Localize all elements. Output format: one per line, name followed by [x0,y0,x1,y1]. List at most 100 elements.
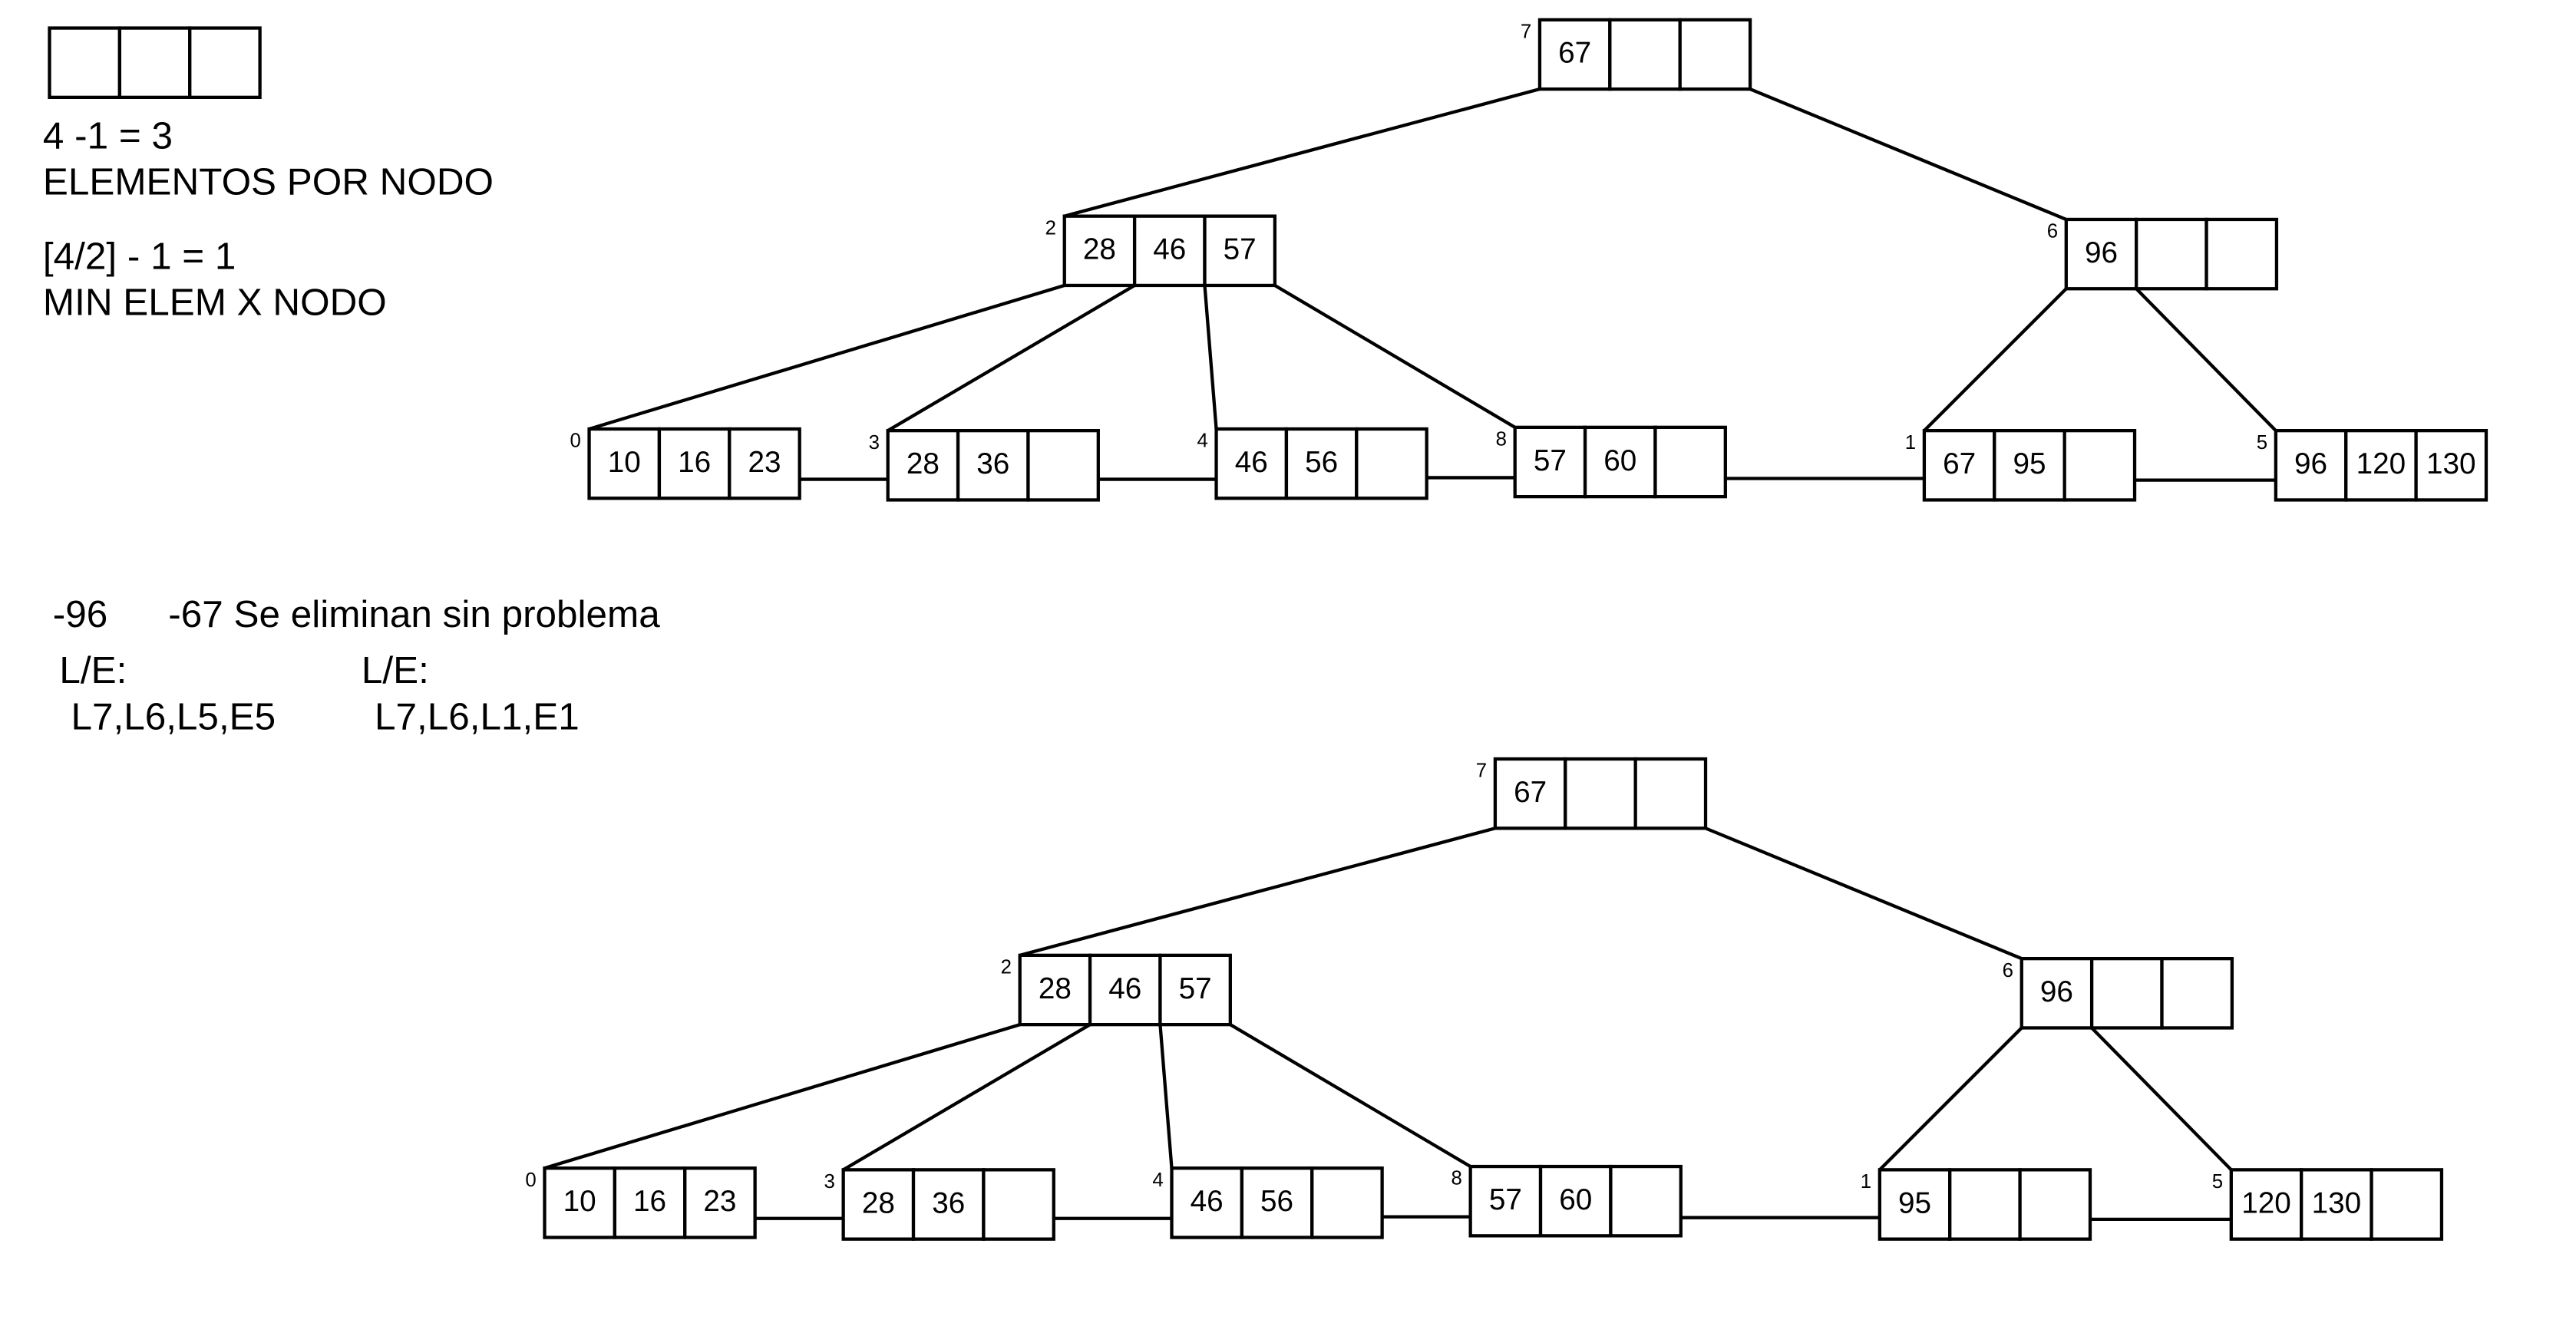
header-line-2: ELEMENTOS POR NODO [42,160,494,203]
node-cell [2229,1168,2304,1241]
t1-node-8: 57 60 8 [1496,425,1727,499]
node-id-label: 4 [1197,431,1207,452]
node-key: 57 [1224,233,1257,266]
node-cell [1170,1166,1244,1239]
node-key: 16 [633,1185,666,1218]
node-cell [1310,1166,1384,1239]
node-key: 46 [1153,233,1186,266]
t2-tree-edge [1705,826,2023,961]
node-key: 10 [563,1185,596,1218]
node-id-label: 3 [824,1171,835,1193]
note-le-seq-1: L7,L6,L5,E5 [71,694,276,738]
note-le-seq-2: L7,L6,L1,E1 [375,694,580,738]
node-key: 28 [1039,972,1072,1005]
node-key: 95 [2013,447,2046,480]
node-key: 96 [2085,236,2118,269]
node-cell [1026,429,1100,502]
node-cell [1355,427,1428,500]
node-cell [1132,214,1207,288]
node-cell [1158,953,1232,1027]
node-cell [2018,1168,2092,1241]
node-cell [1088,953,1162,1027]
node-cell [1468,1164,1543,1238]
t2-tree-edge [842,1023,1091,1172]
node-key: 96 [2294,447,2327,480]
t2-node-7: 677 [1476,757,1708,830]
node-key: 23 [748,446,781,479]
node-key: 57 [1179,972,1212,1005]
node-key: 36 [976,447,1009,480]
node-cell [2135,217,2208,291]
node-key: 23 [703,1185,736,1218]
t2-tree-edge [543,1023,1021,1170]
node-key: 67 [1558,37,1591,70]
t1-node-0: 10 16 23 0 [570,427,801,500]
node-cell [1653,425,1727,499]
node-cell [1062,214,1137,288]
node-cell [1214,427,1289,500]
t2-tree-edge [1229,1023,1471,1168]
node-key: 120 [2241,1186,2291,1219]
header-line-4: MIN ELEM X NODO [42,280,387,324]
t1-tree-edge [1273,284,1516,429]
node-id-label: 5 [2257,432,2267,454]
node-cell [1948,1168,2022,1241]
node-cell [1633,757,1708,830]
t1-node-4: 46 56 4 [1197,427,1428,500]
node-cell [2089,957,2164,1030]
node-id-label: 2 [1001,957,1012,978]
node-cell [1018,953,1092,1027]
node-cell [728,427,801,500]
node-cell [2414,429,2488,502]
t1-node-7: 67 7 [1521,18,1752,91]
node-cell [1608,18,1682,91]
node-id-label: 5 [2212,1171,2223,1193]
node-cell [2062,429,2137,502]
node-id-label: 0 [570,431,580,452]
node-cell [1513,425,1587,499]
node-cell [657,427,732,500]
node-key: 130 [2426,447,2476,480]
node-key: 10 [608,446,641,479]
node-cell [1993,429,2066,502]
node-id-label: 4 [1152,1170,1163,1191]
node-cell [1537,18,1612,91]
node-key: 16 [678,446,711,479]
node-id-label: 7 [1521,21,1531,42]
t1-tree-edge [1923,287,2068,432]
t1-tree-edge [887,284,1136,433]
node-key: 57 [1489,1183,1522,1216]
node-id-label: 0 [525,1170,536,1191]
node-cell [683,1166,757,1239]
legend-cell [48,26,122,100]
node-key: 57 [1534,444,1567,477]
t2-tree-edge [1158,1024,1174,1169]
t2-node-8: 57 60 8 [1451,1164,1683,1238]
node-cell [1678,18,1752,91]
node-key: 56 [1305,446,1338,479]
legend-cell [188,26,262,100]
node-id-label: 8 [1496,429,1507,450]
node-cell [1284,427,1359,500]
node-key: 67 [1943,447,1976,480]
note-op-67: -67 Se eliminan sin problema [168,592,660,635]
node-key: 60 [1559,1183,1592,1216]
node-id-label: 6 [2047,221,2058,242]
node-cell [1493,757,1567,830]
t1-tree-edge [1203,285,1218,430]
t1-tree-edge [2135,287,2277,432]
node-id-label: 2 [1045,217,1056,239]
node-key: 60 [1603,444,1636,477]
node-id-label: 3 [869,432,880,454]
node-cell [982,1168,1055,1241]
node-id-label: 8 [1451,1168,1462,1189]
note-le-label-2: L/E: [361,648,429,691]
node-cell [587,427,662,500]
node-key: 46 [1235,446,1268,479]
t1-tree-edge [588,283,1065,431]
